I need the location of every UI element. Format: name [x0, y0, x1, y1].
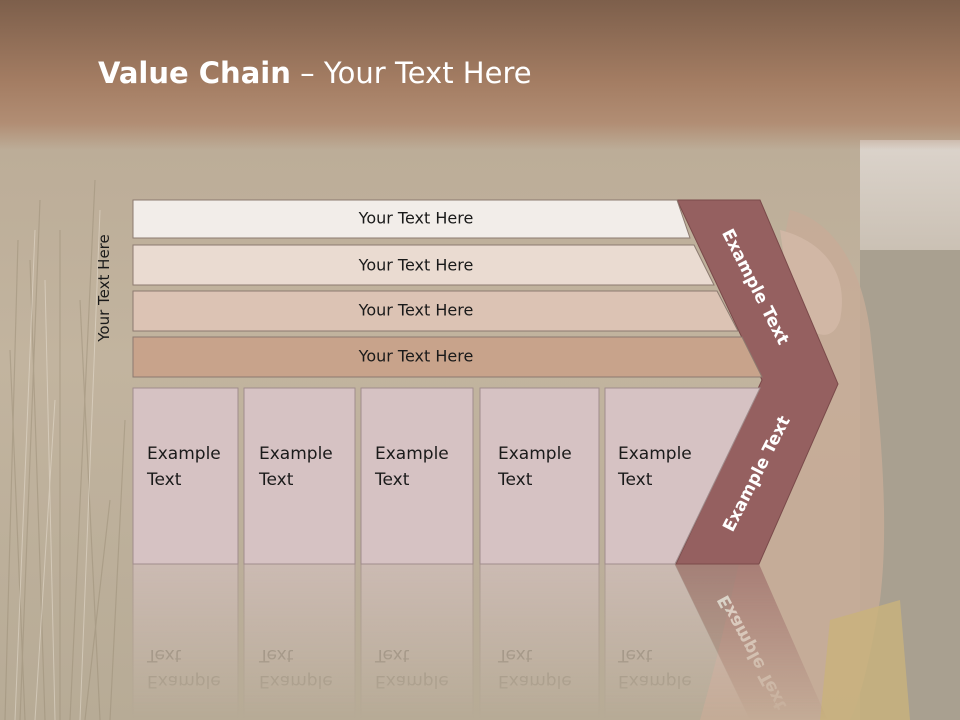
box-3: Example Text [360, 387, 474, 565]
reflection: Example Text Example Text Example Text Exam… [132, 563, 828, 720]
svg-text:Example: Example [147, 671, 221, 691]
bar-2: Your Text Here [132, 244, 715, 286]
box-line1: Example [147, 444, 221, 464]
chevron-arrow [675, 199, 839, 565]
box-1: Example Text [132, 387, 239, 565]
box-2: Example Text [243, 387, 356, 565]
box-line1: Example [498, 444, 572, 464]
svg-text:Text: Text [146, 645, 182, 665]
bar-4: Your Text Here [132, 336, 763, 378]
svg-text:Example: Example [259, 671, 333, 691]
box-line2: Text [497, 470, 533, 490]
svg-text:Text: Text [258, 645, 294, 665]
bar-1: Your Text Here [132, 199, 691, 239]
svg-text:Example: Example [375, 671, 449, 691]
slide-title: Value Chain – Your Text Here [98, 56, 532, 90]
box-line2: Text [146, 470, 182, 490]
svg-text:Text: Text [497, 645, 533, 665]
box-line2: Text [374, 470, 410, 490]
header-band [0, 0, 960, 150]
box-line1: Example [375, 444, 449, 464]
bar-label: Your Text Here [358, 256, 474, 275]
svg-text:Example: Example [618, 671, 692, 691]
box-line1: Example [618, 444, 692, 464]
box-line2: Text [617, 470, 653, 490]
bar-label: Your Text Here [358, 209, 474, 228]
box-line1: Example [259, 444, 333, 464]
title-separator: – [290, 56, 324, 90]
title-bold: Value Chain [98, 56, 291, 90]
box-4: Example Text [479, 387, 600, 565]
bar-3: Your Text Here [132, 290, 739, 332]
svg-text:Text: Text [617, 645, 653, 665]
title-rest: Your Text Here [323, 56, 532, 90]
bar-label: Your Text Here [358, 301, 474, 320]
svg-text:Example: Example [498, 671, 572, 691]
bar-label: Your Text Here [358, 347, 474, 366]
box-line2: Text [258, 470, 294, 490]
svg-text:Text: Text [374, 645, 410, 665]
box-5: Example Text [604, 387, 761, 565]
